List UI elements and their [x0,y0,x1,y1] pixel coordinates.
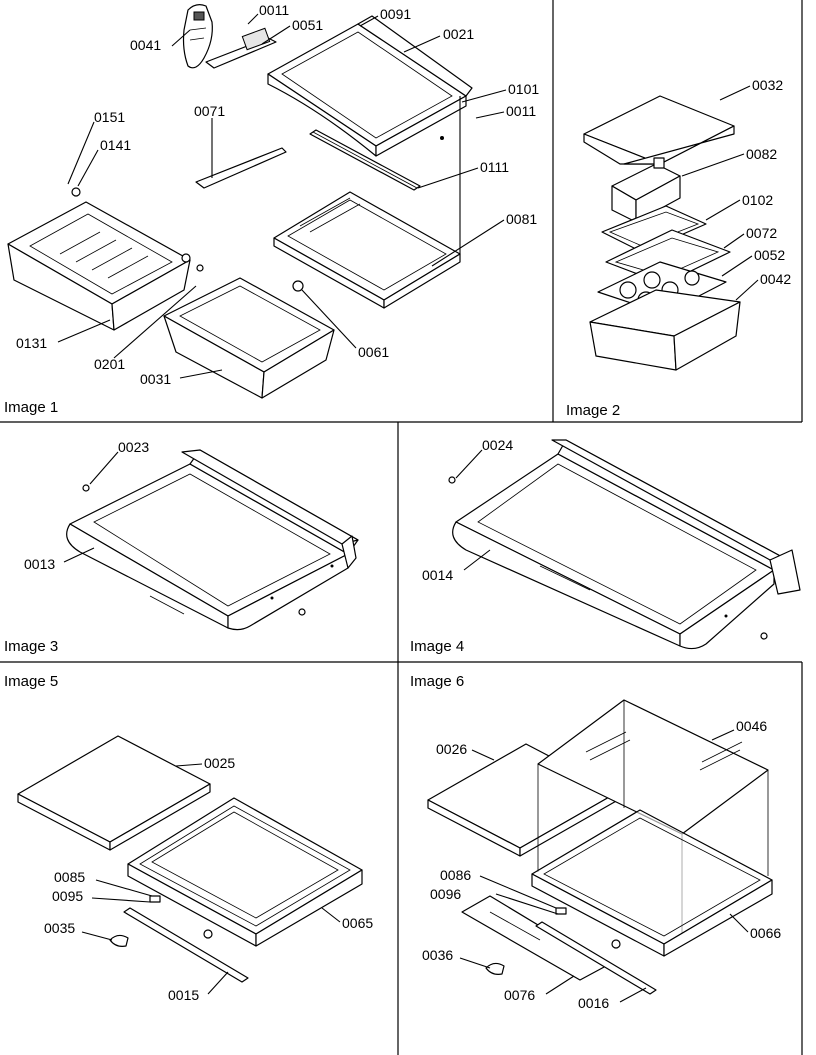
panel-caption-4: Image 4 [410,638,464,655]
panel-caption-3: Image 3 [4,638,58,655]
image-3-drawing [66,449,359,631]
part-label-0024: 0024 [482,437,513,453]
part-label-0076: 0076 [504,987,535,1003]
image-5-leaders [81,763,341,995]
part-label-0151: 0151 [94,109,125,125]
part-label-0042: 0042 [760,271,791,287]
image-4-leaders [455,449,491,571]
part-label-0131: 0131 [16,335,47,351]
part-label-0015: 0015 [168,987,199,1003]
part-label-0036: 0036 [422,947,453,963]
image-4-drawing [448,439,801,650]
part-label-0111: 0111 [480,159,509,175]
part-label-0032: 0032 [752,77,783,93]
part-label-0041: 0041 [130,37,161,53]
panel-caption-6: Image 6 [410,673,464,690]
image-1-leaders [57,13,507,379]
part-label-0011: 0011 [259,2,289,18]
part-label-0013: 0013 [24,556,55,572]
part-label-0014: 0014 [422,567,453,583]
part-label-0071: 0071 [194,103,225,119]
image-2-drawing [583,95,741,371]
part-label-0091: 0091 [380,6,411,22]
part-label-0011-b: 0011 [506,103,536,119]
part-label-0026: 0026 [436,741,467,757]
panel-caption-5: Image 5 [4,673,58,690]
part-label-0141: 0141 [100,137,131,153]
part-label-0086: 0086 [440,867,471,883]
part-label-0096: 0096 [430,886,461,902]
part-label-0095: 0095 [52,888,83,904]
part-label-0082: 0082 [746,146,777,162]
part-label-0046: 0046 [736,718,767,734]
part-label-0102: 0102 [742,192,773,208]
part-label-0061: 0061 [358,344,389,360]
part-label-0081: 0081 [506,211,537,227]
image-3-leaders [63,451,119,563]
part-label-0016: 0016 [578,995,609,1011]
image-2-leaders [681,85,759,301]
part-label-0085: 0085 [54,869,85,885]
part-label-0072: 0072 [746,225,777,241]
part-label-0065: 0065 [342,915,373,931]
image-6-leaders [459,729,749,1003]
image-5-drawing [17,735,363,983]
part-label-0101: 0101 [508,81,539,97]
part-label-0066: 0066 [750,925,781,941]
part-label-0051: 0051 [292,17,323,33]
panel-caption-2: Image 2 [566,402,620,419]
part-label-0201: 0201 [94,356,125,372]
image-1-drawing [7,4,473,399]
part-label-0031: 0031 [140,371,171,387]
part-label-0021: 0021 [443,26,474,42]
part-label-0052: 0052 [754,247,785,263]
part-label-0025: 0025 [204,755,235,771]
image-6-drawing [427,699,773,995]
panel-caption-1: Image 1 [4,399,58,416]
part-label-0023: 0023 [118,439,149,455]
part-label-0035: 0035 [44,920,75,936]
